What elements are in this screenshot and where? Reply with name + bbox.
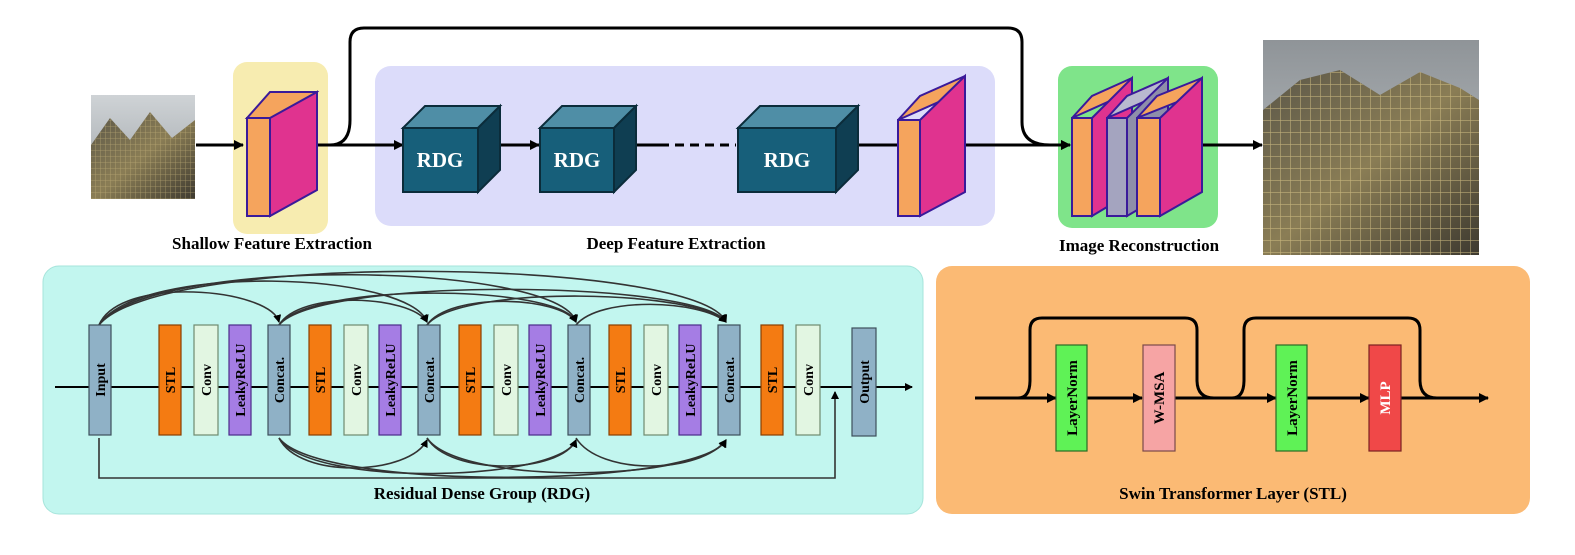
svg-text:Concat.: Concat.: [273, 357, 288, 403]
rdg-concat-block-3: Concat.: [567, 324, 591, 436]
svg-text:Input: Input: [94, 363, 109, 397]
input-image: [91, 95, 195, 199]
rdg-conv-block-1: Conv: [193, 324, 219, 436]
rdg-stl-block-3: STL: [458, 324, 482, 436]
svg-text:LeakyReLU: LeakyReLU: [534, 343, 549, 416]
stl-wmsa: W-MSA: [1142, 344, 1176, 452]
deep-conv-slab: [897, 73, 966, 218]
svg-text:STL: STL: [164, 367, 179, 393]
rdg-label-1: RDG: [417, 148, 464, 172]
svg-text:STL: STL: [766, 367, 781, 393]
rdg-label-3: RDG: [764, 148, 811, 172]
rdg-label-2: RDG: [554, 148, 601, 172]
rdg-lrelu-block-1: LeakyReLU: [228, 324, 252, 436]
svg-text:LeakyReLU: LeakyReLU: [384, 343, 399, 416]
rdg-stl-block-2: STL: [308, 324, 332, 436]
rdg-block-2: RDG: [537, 103, 639, 195]
stl-mlp: MLP: [1368, 344, 1402, 452]
rdg-output-block: Output: [851, 327, 877, 437]
svg-text:Conv: Conv: [350, 364, 365, 396]
rdg-block-1: RDG: [400, 103, 503, 195]
svg-text:Conv: Conv: [500, 364, 515, 396]
rdg-conv-block-4: Conv: [643, 324, 669, 436]
rdg-block-3: RDG: [735, 103, 861, 195]
rdg-stl-block-5: STL: [760, 324, 784, 436]
svg-text:STL: STL: [464, 367, 479, 393]
shallow-label: Shallow Feature Extraction: [172, 234, 372, 253]
stl-panel: [936, 266, 1530, 514]
output-image: [1263, 40, 1479, 255]
svg-text:STL: STL: [614, 367, 629, 393]
svg-text:LayerNorm: LayerNorm: [1065, 360, 1081, 436]
rdg-concat-block-2: Concat.: [417, 324, 441, 436]
rdg-panel: [42, 265, 924, 515]
stl-layernorm-2: LayerNorm: [1275, 344, 1308, 452]
svg-text:Conv: Conv: [650, 364, 665, 396]
rdg-stl-block-4: STL: [608, 324, 632, 436]
svg-text:MLP: MLP: [1378, 381, 1394, 414]
shallow-conv-slab: [244, 90, 320, 218]
rdg-lrelu-block-2: LeakyReLU: [378, 324, 402, 436]
recon-slab-3: [1136, 75, 1203, 218]
rdg-concat-block-4: Concat.: [717, 324, 741, 436]
svg-text:Output: Output: [858, 360, 873, 404]
rdg-stl-block-1: STL: [158, 324, 182, 436]
svg-text:LeakyReLU: LeakyReLU: [684, 343, 699, 416]
rdg-lrelu-block-3: LeakyReLU: [528, 324, 552, 436]
rdg-input-block: Input: [88, 324, 112, 436]
rdg-panel-title: Residual Dense Group (RDG): [374, 484, 590, 503]
stl-panel-title: Swin Transformer Layer (STL): [1119, 484, 1347, 503]
rdg-concat-block-1: Concat.: [267, 324, 291, 436]
svg-text:Concat.: Concat.: [573, 357, 588, 403]
rdg-conv-block-5: Conv: [795, 324, 821, 436]
recon-label: Image Reconstruction: [1059, 236, 1220, 255]
rdg-conv-block-2: Conv: [343, 324, 369, 436]
rdg-conv-block-3: Conv: [493, 324, 519, 436]
rdg-lrelu-block-4: LeakyReLU: [678, 324, 702, 436]
svg-text:LayerNorm: LayerNorm: [1285, 360, 1301, 436]
svg-text:W-MSA: W-MSA: [1152, 371, 1168, 424]
svg-text:STL: STL: [314, 367, 329, 393]
svg-text:Concat.: Concat.: [723, 357, 738, 403]
svg-text:Conv: Conv: [200, 364, 215, 396]
svg-text:LeakyReLU: LeakyReLU: [234, 343, 249, 416]
stl-layernorm-1: LayerNorm: [1055, 344, 1088, 452]
svg-text:Conv: Conv: [802, 364, 817, 396]
deep-label: Deep Feature Extraction: [586, 234, 766, 253]
svg-text:Concat.: Concat.: [423, 357, 438, 403]
